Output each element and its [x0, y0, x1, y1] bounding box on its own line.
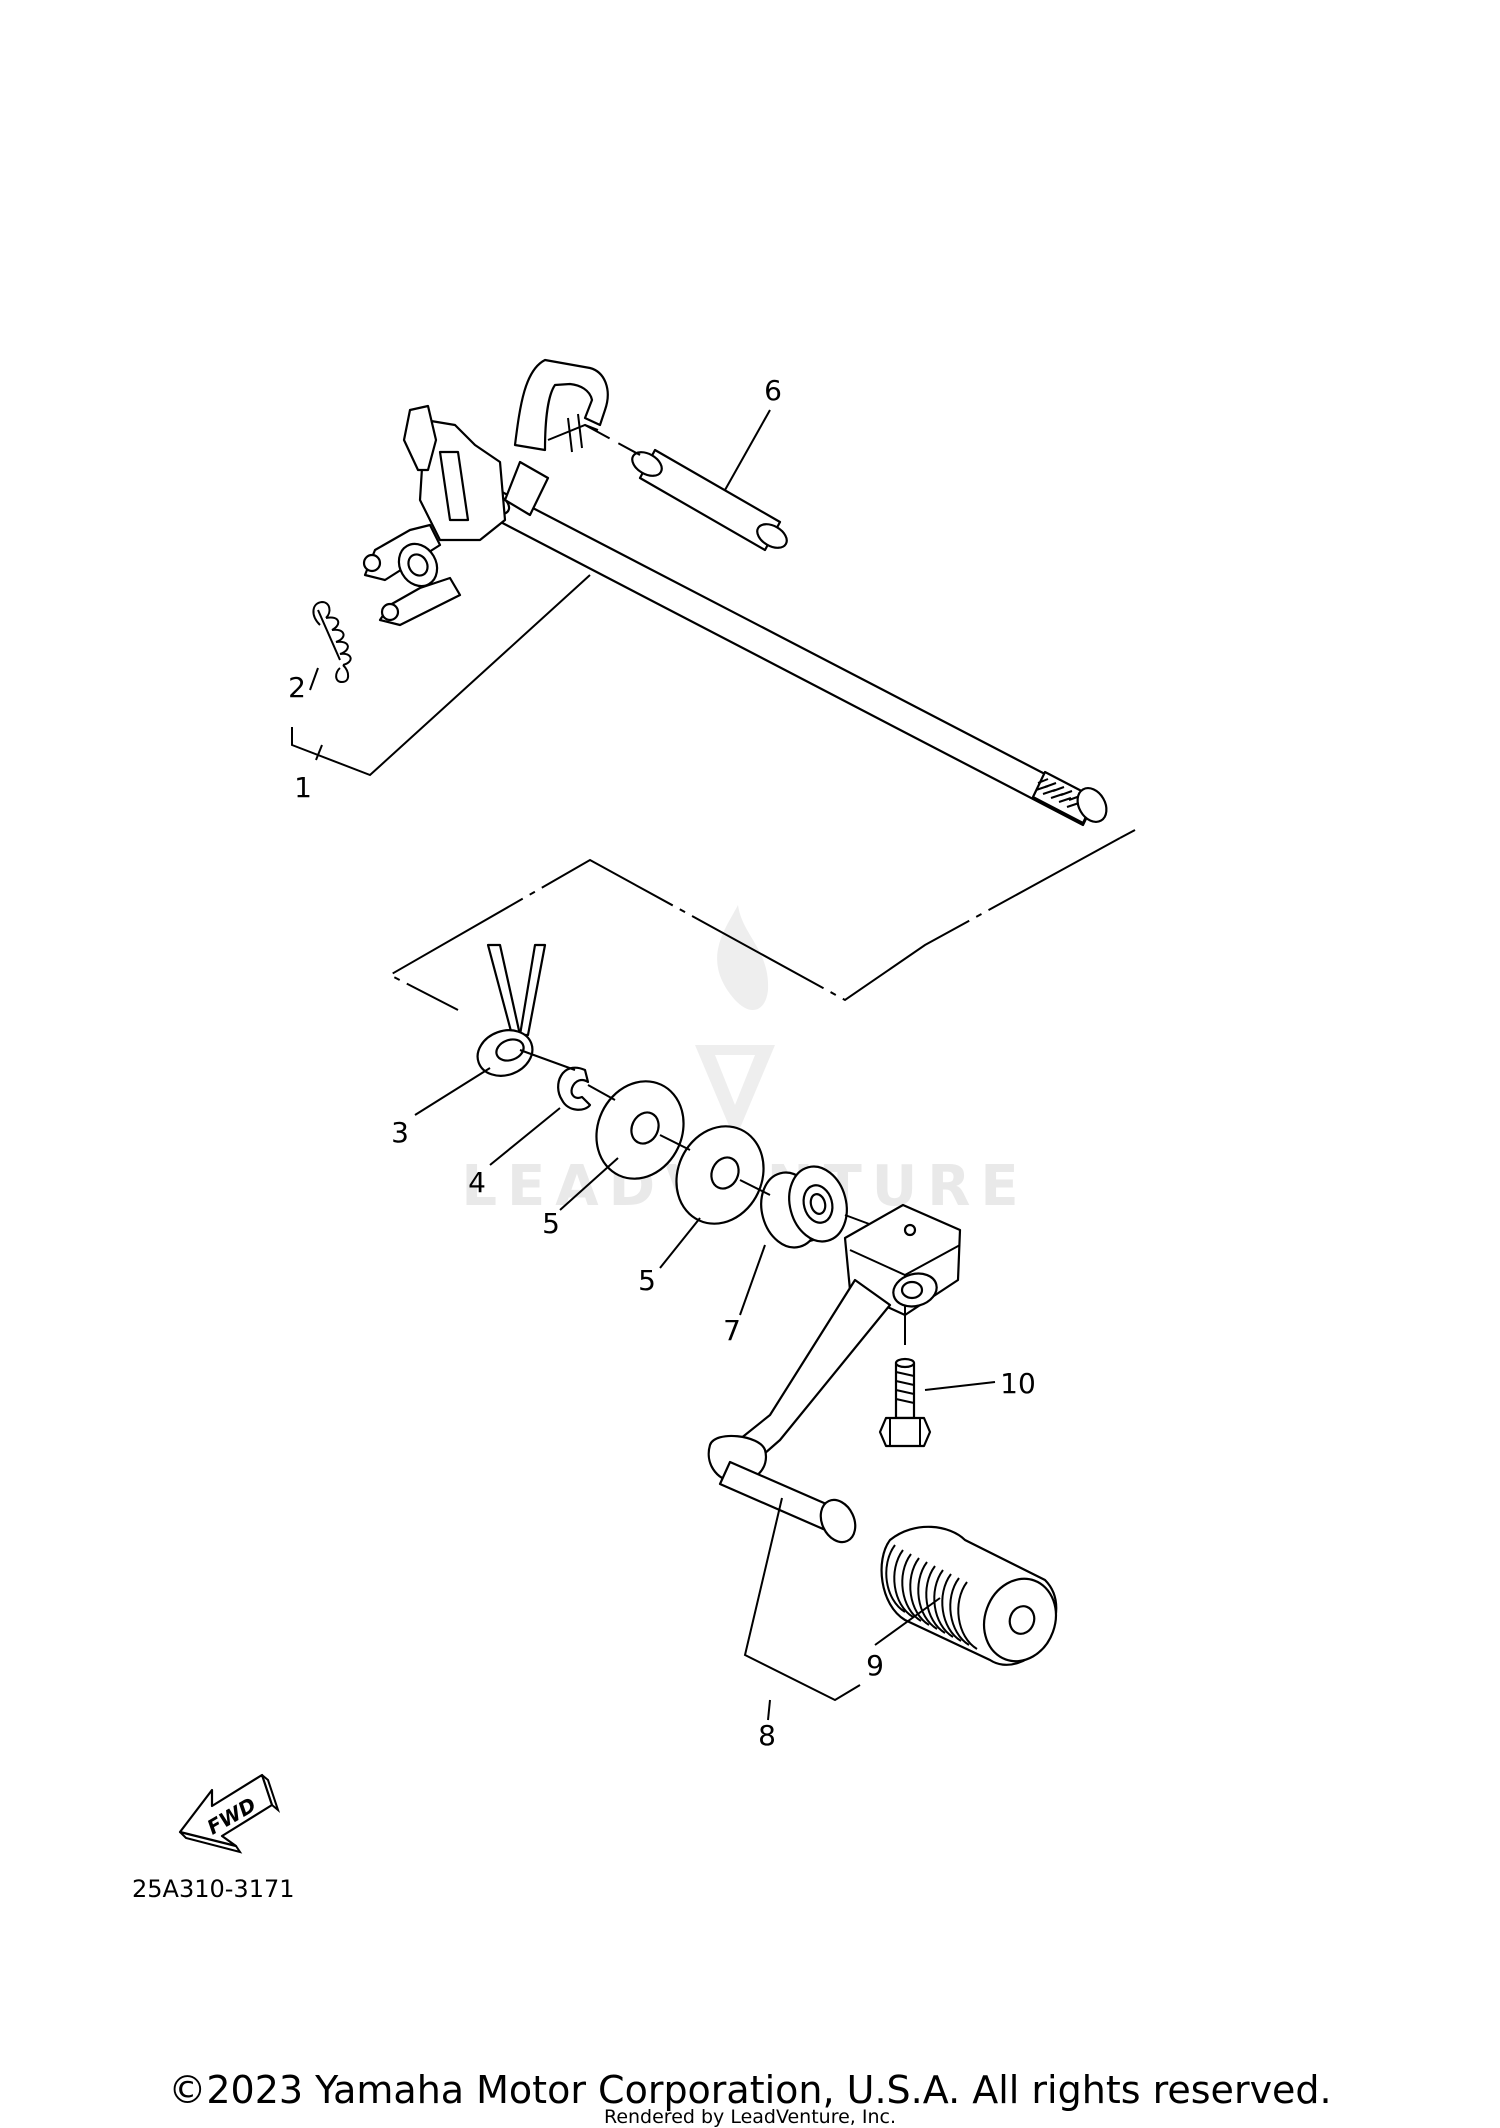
callout-8: 8 [758, 1719, 776, 1752]
copyright-notice: ©2023 Yamaha Motor Corporation, U.S.A. A… [168, 2068, 1332, 2112]
bearing [760, 1165, 848, 1249]
clamp-bolt [878, 1315, 932, 1448]
flame-icon [717, 905, 769, 1011]
circlip [557, 1066, 592, 1111]
callout-5b: 5 [638, 1264, 656, 1297]
shift-shaft [362, 358, 1108, 827]
callout-9: 9 [866, 1649, 884, 1682]
callout-3: 3 [391, 1116, 409, 1149]
callout-5a: 5 [542, 1207, 560, 1240]
shift-clip [476, 943, 547, 1077]
callout-7: 7 [723, 1314, 741, 1347]
assembly-axis [519, 1049, 881, 1229]
rendered-by-notice: Rendered by LeadVenture, Inc. [603, 2106, 897, 2128]
callout-labels: 1 2 3 4 5 5 6 7 8 9 10 [288, 374, 1036, 1752]
leader-pipe-alignment [584, 424, 641, 456]
callout-2: 2 [288, 671, 306, 704]
shift-pedal [707, 1203, 962, 1544]
callout-4: 4 [468, 1166, 486, 1199]
return-spring [312, 600, 352, 684]
callout-6: 6 [764, 374, 782, 407]
diagram-reference-code: 25A310-3171 [132, 1875, 295, 1903]
leader-lines [291, 409, 1136, 1721]
forward-arrow-icon: FWD [178, 1773, 281, 1854]
pedal-rubber [880, 1525, 1058, 1666]
collar-pipe [631, 448, 788, 552]
callout-10: 10 [1000, 1367, 1036, 1400]
callout-1: 1 [294, 771, 312, 804]
v-logo-icon [695, 1045, 775, 1140]
washer-2 [675, 1125, 765, 1225]
washer-1 [595, 1080, 685, 1180]
